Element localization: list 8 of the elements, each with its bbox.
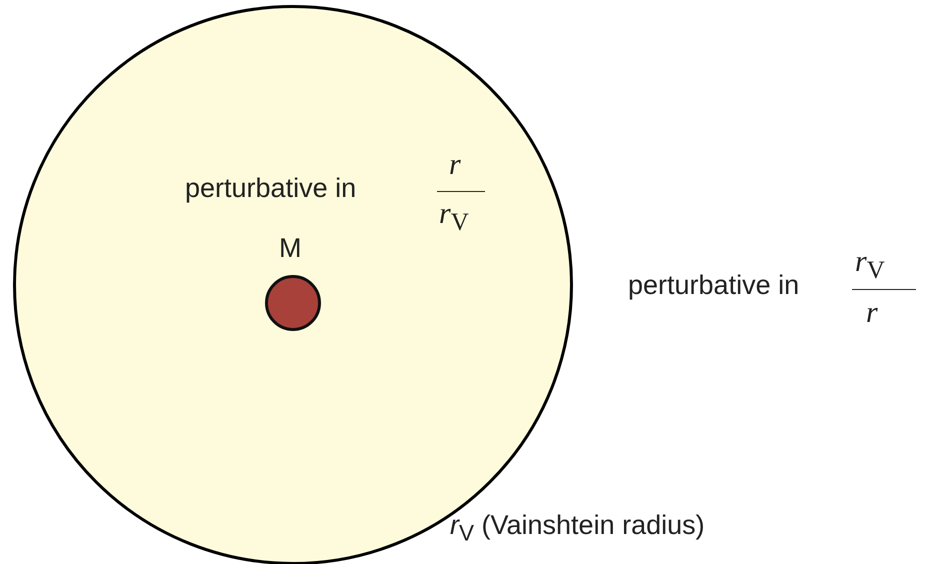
math-symbol: r$_{V}$ (855, 247, 885, 283)
region-label: perturbative in (628, 270, 800, 301)
math-symbol: r (866, 298, 878, 328)
radius-label: r$_{V}$ (Vainshtein radius) (450, 510, 705, 546)
mass-label: M (279, 233, 302, 264)
math-symbol: r$_{V}$ (439, 199, 469, 235)
region-label: perturbative in (185, 173, 356, 204)
math-symbol: r (449, 150, 461, 180)
